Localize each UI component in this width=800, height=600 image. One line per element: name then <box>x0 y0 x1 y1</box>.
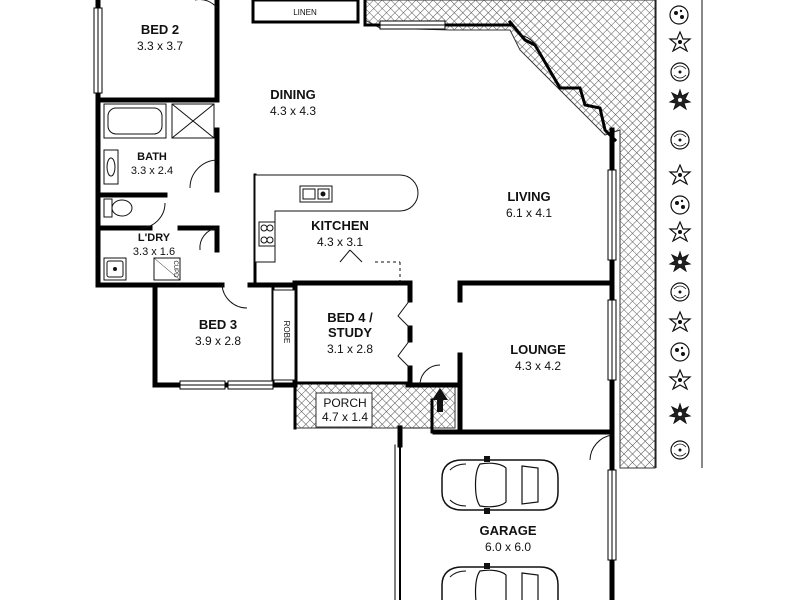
bathtub-icon <box>103 103 167 139</box>
room-size-bed3: 3.9 x 2.8 <box>195 334 241 348</box>
car-icon <box>441 562 559 600</box>
room-name-garage: GARAGE <box>479 523 536 538</box>
entry-arrow-icon <box>432 388 448 412</box>
linen-label: LINEN <box>293 8 317 17</box>
car-icon <box>441 455 559 515</box>
bath-vanity <box>103 149 119 185</box>
plant-icon <box>670 282 690 302</box>
room-name-ldry: L'DRY <box>138 232 171 244</box>
room-name-dining: DINING <box>270 87 316 102</box>
room-name-bed2: BED 2 <box>141 22 179 37</box>
room-name-study: STUDY <box>328 325 372 340</box>
room-size-garage: 6.0 x 6.0 <box>485 540 531 554</box>
room-name-lounge: LOUNGE <box>510 342 566 357</box>
windows <box>93 7 617 561</box>
shower-icon <box>171 103 215 139</box>
room-size-dining: 4.3 x 4.3 <box>270 104 316 118</box>
robe <box>272 289 296 381</box>
room-size-lounge: 4.3 x 4.2 <box>515 359 561 373</box>
room-size-porch: 4.7 x 1.4 <box>322 410 368 424</box>
plant-icon <box>669 369 691 390</box>
room-size-bed4: 3.1 x 2.8 <box>327 342 373 356</box>
room-size-kitchen: 4.3 x 3.1 <box>317 235 363 249</box>
garden-bed <box>655 0 703 468</box>
room-name-bed3: BED 3 <box>199 317 237 332</box>
plant-icon <box>669 31 691 52</box>
bath-fixtures <box>103 103 215 218</box>
room-labels: BED 2 3.3 x 3.7 DINING 4.3 x 4.3 BATH 3.… <box>131 8 566 554</box>
sink-icon <box>299 185 333 203</box>
room-size-bath: 3.3 x 2.4 <box>131 165 173 177</box>
cupd-label: CUPD <box>172 260 178 278</box>
plant-icon <box>670 130 690 150</box>
plant-icon <box>670 62 690 82</box>
stove-icon <box>258 221 276 247</box>
plant-icon <box>670 342 690 362</box>
room-size-ldry: 3.3 x 1.6 <box>133 246 175 258</box>
plant-icon <box>669 403 691 424</box>
robe-label: ROBE <box>282 321 291 344</box>
plant-icon <box>669 221 691 242</box>
doors <box>139 0 613 461</box>
kitchen-bench <box>254 174 419 263</box>
room-name-porch: PORCH <box>323 396 366 410</box>
plant-icon <box>669 251 691 272</box>
room-name-bath: BATH <box>137 151 167 163</box>
room-name-living: LIVING <box>507 189 550 204</box>
laundry-fixtures <box>103 257 181 281</box>
room-size-bed2: 3.3 x 3.7 <box>137 39 183 53</box>
toilet-icon <box>103 198 133 218</box>
linen-cupboard <box>251 0 360 24</box>
plant-icon <box>670 195 690 215</box>
room-size-living: 6.1 x 4.1 <box>506 206 552 220</box>
plant-icon <box>669 5 689 25</box>
room-name-bed4: BED 4 / <box>327 310 373 325</box>
plant-icon <box>670 440 690 460</box>
paving-hatch <box>294 0 656 469</box>
plant-icon <box>669 164 691 185</box>
plant-icon <box>669 89 691 110</box>
room-name-kitchen: KITCHEN <box>311 218 369 233</box>
plant-icon <box>669 311 691 332</box>
